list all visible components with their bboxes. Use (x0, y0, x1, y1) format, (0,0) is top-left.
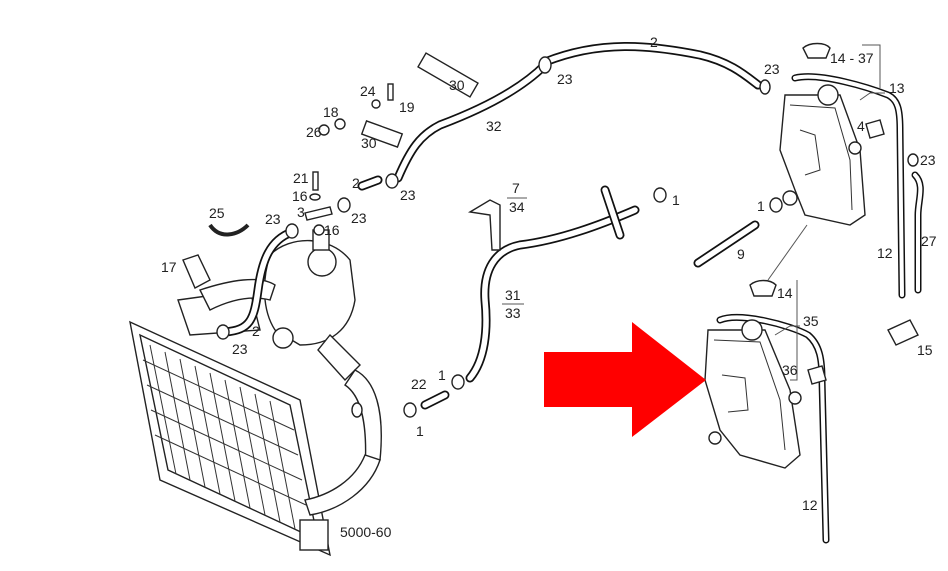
leader-lines (502, 44, 885, 381)
label-23: 23 (557, 71, 573, 87)
label-2: 2 (650, 34, 658, 50)
label-25: 25 (209, 205, 225, 221)
label-23: 23 (764, 61, 780, 77)
expansion-tank-lower (704, 279, 827, 469)
radiator (129, 289, 331, 557)
label-1: 1 (757, 198, 765, 214)
label-32: 32 (486, 118, 502, 134)
small-parts (182, 52, 919, 418)
expansion-tank-upper (779, 42, 866, 226)
label-30: 30 (449, 77, 465, 93)
label-15: 15 (917, 342, 933, 358)
label-13: 13 (889, 80, 905, 96)
label-1: 1 (416, 423, 424, 439)
label-27: 27 (921, 233, 937, 249)
label-7: 7 (512, 180, 520, 196)
label-1: 1 (672, 192, 680, 208)
hoses (220, 42, 924, 544)
label-30: 30 (361, 135, 377, 151)
label-12: 12 (802, 497, 818, 513)
label-21: 21 (293, 170, 309, 186)
label-35: 35 (803, 313, 819, 329)
label-2: 2 (352, 175, 360, 191)
label-24: 24 (360, 83, 376, 99)
label-22: 22 (411, 376, 427, 392)
label-14-37: 14 - 37 (830, 50, 874, 66)
label-33: 33 (505, 305, 521, 321)
label-36: 36 (782, 362, 798, 378)
label-17: 17 (161, 259, 177, 275)
part-labels: 2 23 23 14 - 37 13 30 32 24 19 18 26 30 … (161, 34, 937, 540)
label-23: 23 (351, 210, 367, 226)
label-1: 1 (438, 367, 446, 383)
label-9: 9 (737, 246, 745, 262)
label-3: 3 (297, 204, 305, 220)
label-19: 19 (399, 99, 415, 115)
label-16: 16 (292, 188, 308, 204)
label-4: 4 (857, 118, 865, 134)
label-14: 14 (777, 285, 793, 301)
label-26: 26 (306, 124, 322, 140)
label-18: 18 (323, 104, 339, 120)
label-31: 31 (505, 287, 521, 303)
label-23: 23 (920, 152, 936, 168)
label-12: 12 (877, 245, 893, 261)
water-pump-housing (199, 229, 382, 516)
label-2: 2 (252, 323, 260, 339)
label-23: 23 (400, 187, 416, 203)
highlight-arrow (544, 322, 706, 437)
label-23: 23 (265, 211, 281, 227)
label-23: 23 (232, 341, 248, 357)
label-34: 34 (509, 199, 525, 215)
label-16: 16 (324, 222, 340, 238)
reference-code: 5000-60 (340, 524, 392, 540)
